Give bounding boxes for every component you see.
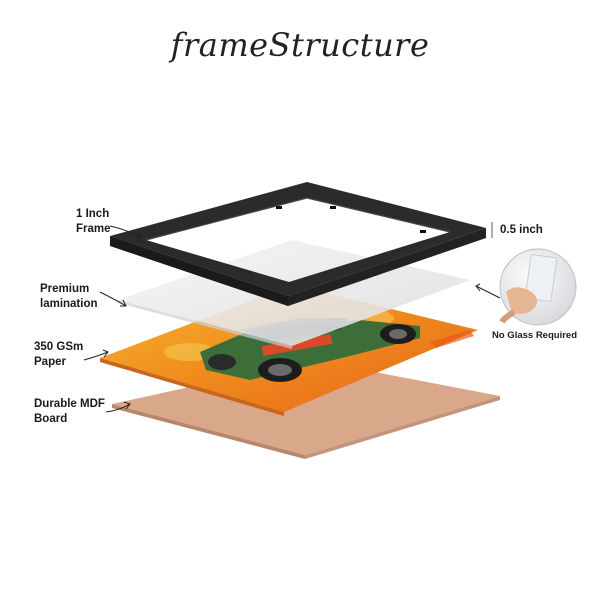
frame-clip <box>330 206 336 209</box>
paper-arrow-head <box>102 349 109 358</box>
label-arrows <box>83 225 501 413</box>
black-frame-layer <box>110 182 486 306</box>
frame-clip <box>420 230 426 233</box>
frame-label: 1 Inch Frame <box>76 208 111 235</box>
frame-clip <box>276 206 282 209</box>
lamination-arrow <box>99 291 127 307</box>
paper-label: 350 GSm Paper <box>34 341 84 368</box>
no-glass-arrow <box>475 285 501 299</box>
board-arrow-head <box>123 401 131 410</box>
depth-label: 0.5 inch <box>500 224 543 236</box>
board-label: Durable MDF Board <box>34 398 105 425</box>
hand-icon <box>506 287 537 314</box>
diagram-title: frameStructure <box>170 26 430 64</box>
no-glass-arrow-head <box>475 283 481 292</box>
no-glass-callout <box>499 248 577 326</box>
board-arrow <box>105 403 131 413</box>
lamination-arrow-head <box>120 299 127 307</box>
paper-arrow <box>83 351 109 361</box>
frame-arrow-head <box>135 231 144 239</box>
no-glass-label: No Glass Required <box>492 330 577 341</box>
lamination-label: Premium lamination <box>40 283 98 310</box>
